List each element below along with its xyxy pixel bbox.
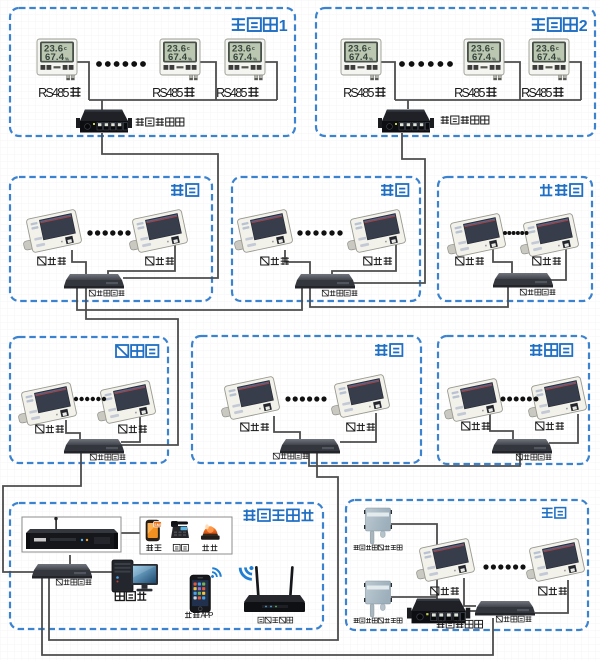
svg-text:RS485: RS485	[216, 86, 247, 100]
svg-text:1: 1	[279, 18, 288, 35]
svg-text:RS485: RS485	[38, 86, 69, 100]
svg-text:APP: APP	[200, 611, 213, 620]
svg-text:RS485: RS485	[454, 86, 485, 100]
svg-text:RS485: RS485	[152, 86, 183, 100]
svg-text:RS485: RS485	[521, 86, 552, 100]
svg-text:RS485: RS485	[343, 86, 374, 100]
svg-text:2: 2	[579, 18, 588, 35]
